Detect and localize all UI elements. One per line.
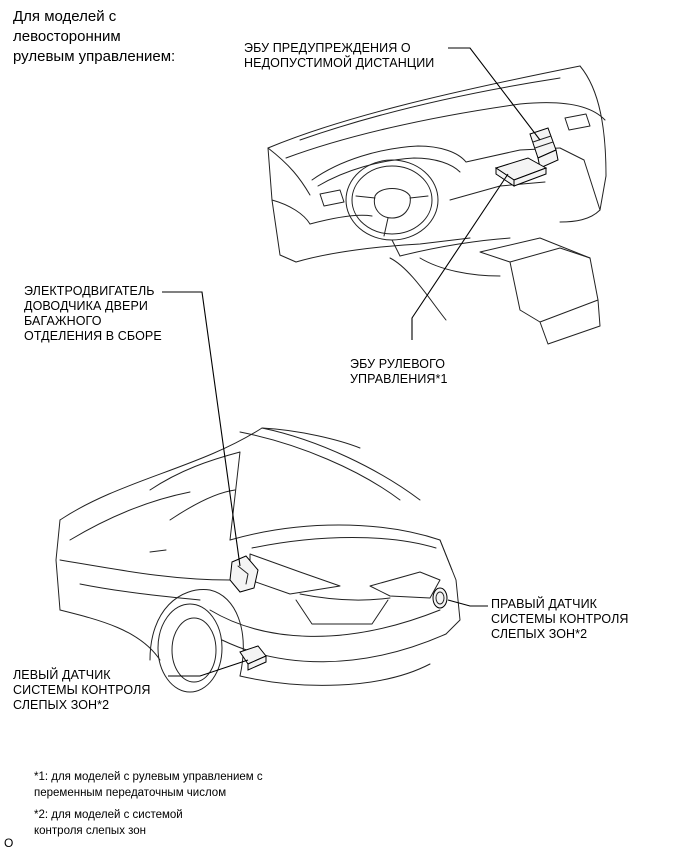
leader-right-sensor <box>447 599 488 607</box>
footnote-line: контроля слепых зон <box>34 825 147 837</box>
leader-left-sensor <box>168 659 249 677</box>
label-line: СЛЕПЫХ ЗОН*2 <box>13 698 110 712</box>
figure-code: O <box>4 836 14 850</box>
label-steering-ecu: ЭБУ РУЛЕВОГО УПРАВЛЕНИЯ*1 <box>350 357 448 387</box>
label-line: СИСТЕМЫ КОНТРОЛЯ <box>13 683 151 697</box>
leader-lines <box>162 47 541 677</box>
label-line: НЕДОПУСТИМОЙ ДИСТАНЦИИ <box>244 56 435 70</box>
label-line: ЭБУ РУЛЕВОГО <box>350 357 446 371</box>
dashboard-illustration <box>267 65 607 345</box>
label-line: ЭЛЕКТРОДВИГАТЕЛЬ <box>24 284 155 298</box>
label-line: БАГАЖНОГО <box>24 314 102 328</box>
label-line: ПРАВЫЙ ДАТЧИК <box>491 597 598 611</box>
footnote-2: *2: для моделей с системой контроля слеп… <box>34 807 183 839</box>
heading-line-2: левосторонним <box>13 28 121 45</box>
label-distance-warning-ecu: ЭБУ ПРЕДУПРЕЖДЕНИЯ О НЕДОПУСТИМОЙ ДИСТАН… <box>244 41 434 71</box>
label-line: ЭБУ ПРЕДУПРЕЖДЕНИЯ О <box>244 41 411 55</box>
heading-line-3: рулевым управлением: <box>13 48 176 65</box>
footnote-1: *1: для моделей с рулевым управлением с … <box>34 769 263 801</box>
label-line: СЛЕПЫХ ЗОН*2 <box>491 627 588 641</box>
label-left-blind-spot-sensor: ЛЕВЫЙ ДАТЧИК СИСТЕМЫ КОНТРОЛЯ СЛЕПЫХ ЗОН… <box>13 668 151 713</box>
leader-steering-ecu <box>411 173 509 340</box>
label-right-blind-spot-sensor: ПРАВЫЙ ДАТЧИК СИСТЕМЫ КОНТРОЛЯ СЛЕПЫХ ЗО… <box>491 597 629 642</box>
leader-closer-motor <box>162 291 241 567</box>
footnote-line: переменным передаточным числом <box>34 787 227 799</box>
label-line: СИСТЕМЫ КОНТРОЛЯ <box>491 612 629 626</box>
heading-line-1: Для моделей с <box>13 8 117 25</box>
applicability-heading: Для моделей с левосторонним рулевым упра… <box>13 7 233 67</box>
label-line: УПРАВЛЕНИЯ*1 <box>350 372 448 386</box>
vehicle-rear-illustration <box>55 427 461 693</box>
label-line: ОТДЕЛЕНИЯ В СБОРЕ <box>24 329 162 343</box>
footnote-line: *2: для моделей с системой <box>34 809 183 821</box>
label-trunk-closer-motor: ЭЛЕКТРОДВИГАТЕЛЬ ДОВОДЧИКА ДВЕРИ БАГАЖНО… <box>24 284 162 344</box>
label-line: ЛЕВЫЙ ДАТЧИК <box>13 668 111 682</box>
leader-warning-ecu <box>448 47 541 141</box>
label-line: ДОВОДЧИКА ДВЕРИ <box>24 299 148 313</box>
footnote-line: *1: для моделей с рулевым управлением с <box>34 771 263 783</box>
